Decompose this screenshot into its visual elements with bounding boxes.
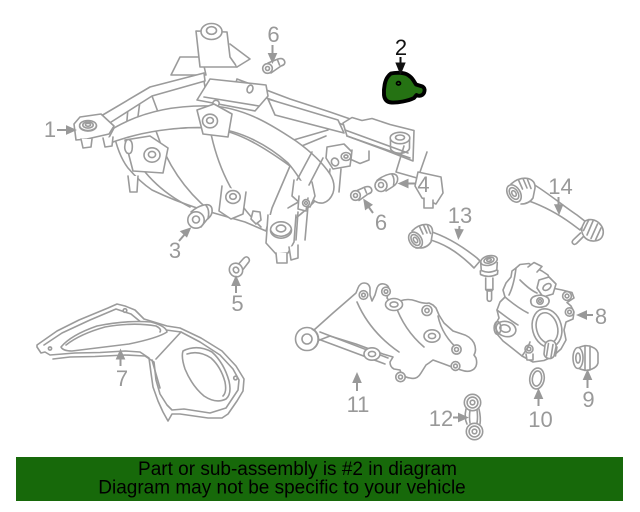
svg-text:6: 6 [375, 210, 387, 235]
svg-text:11: 11 [347, 392, 370, 417]
svg-text:1: 1 [44, 117, 56, 142]
svg-text:10: 10 [528, 407, 552, 432]
svg-text:Diagram may not be specific to: Diagram may not be specific to your vehi… [98, 478, 466, 499]
svg-text:4: 4 [417, 172, 429, 197]
svg-text:6: 6 [267, 22, 279, 47]
svg-text:7: 7 [116, 366, 128, 391]
svg-text:5: 5 [231, 291, 243, 316]
svg-text:2: 2 [395, 35, 407, 60]
svg-text:8: 8 [595, 304, 607, 329]
svg-text:14: 14 [548, 174, 572, 199]
svg-text:12: 12 [429, 406, 453, 431]
svg-text:Part or sub-assembly is #2 in: Part or sub-assembly is #2 in diagram [138, 459, 457, 480]
svg-text:13: 13 [448, 203, 472, 228]
svg-text:9: 9 [582, 387, 594, 412]
svg-text:3: 3 [169, 238, 181, 263]
